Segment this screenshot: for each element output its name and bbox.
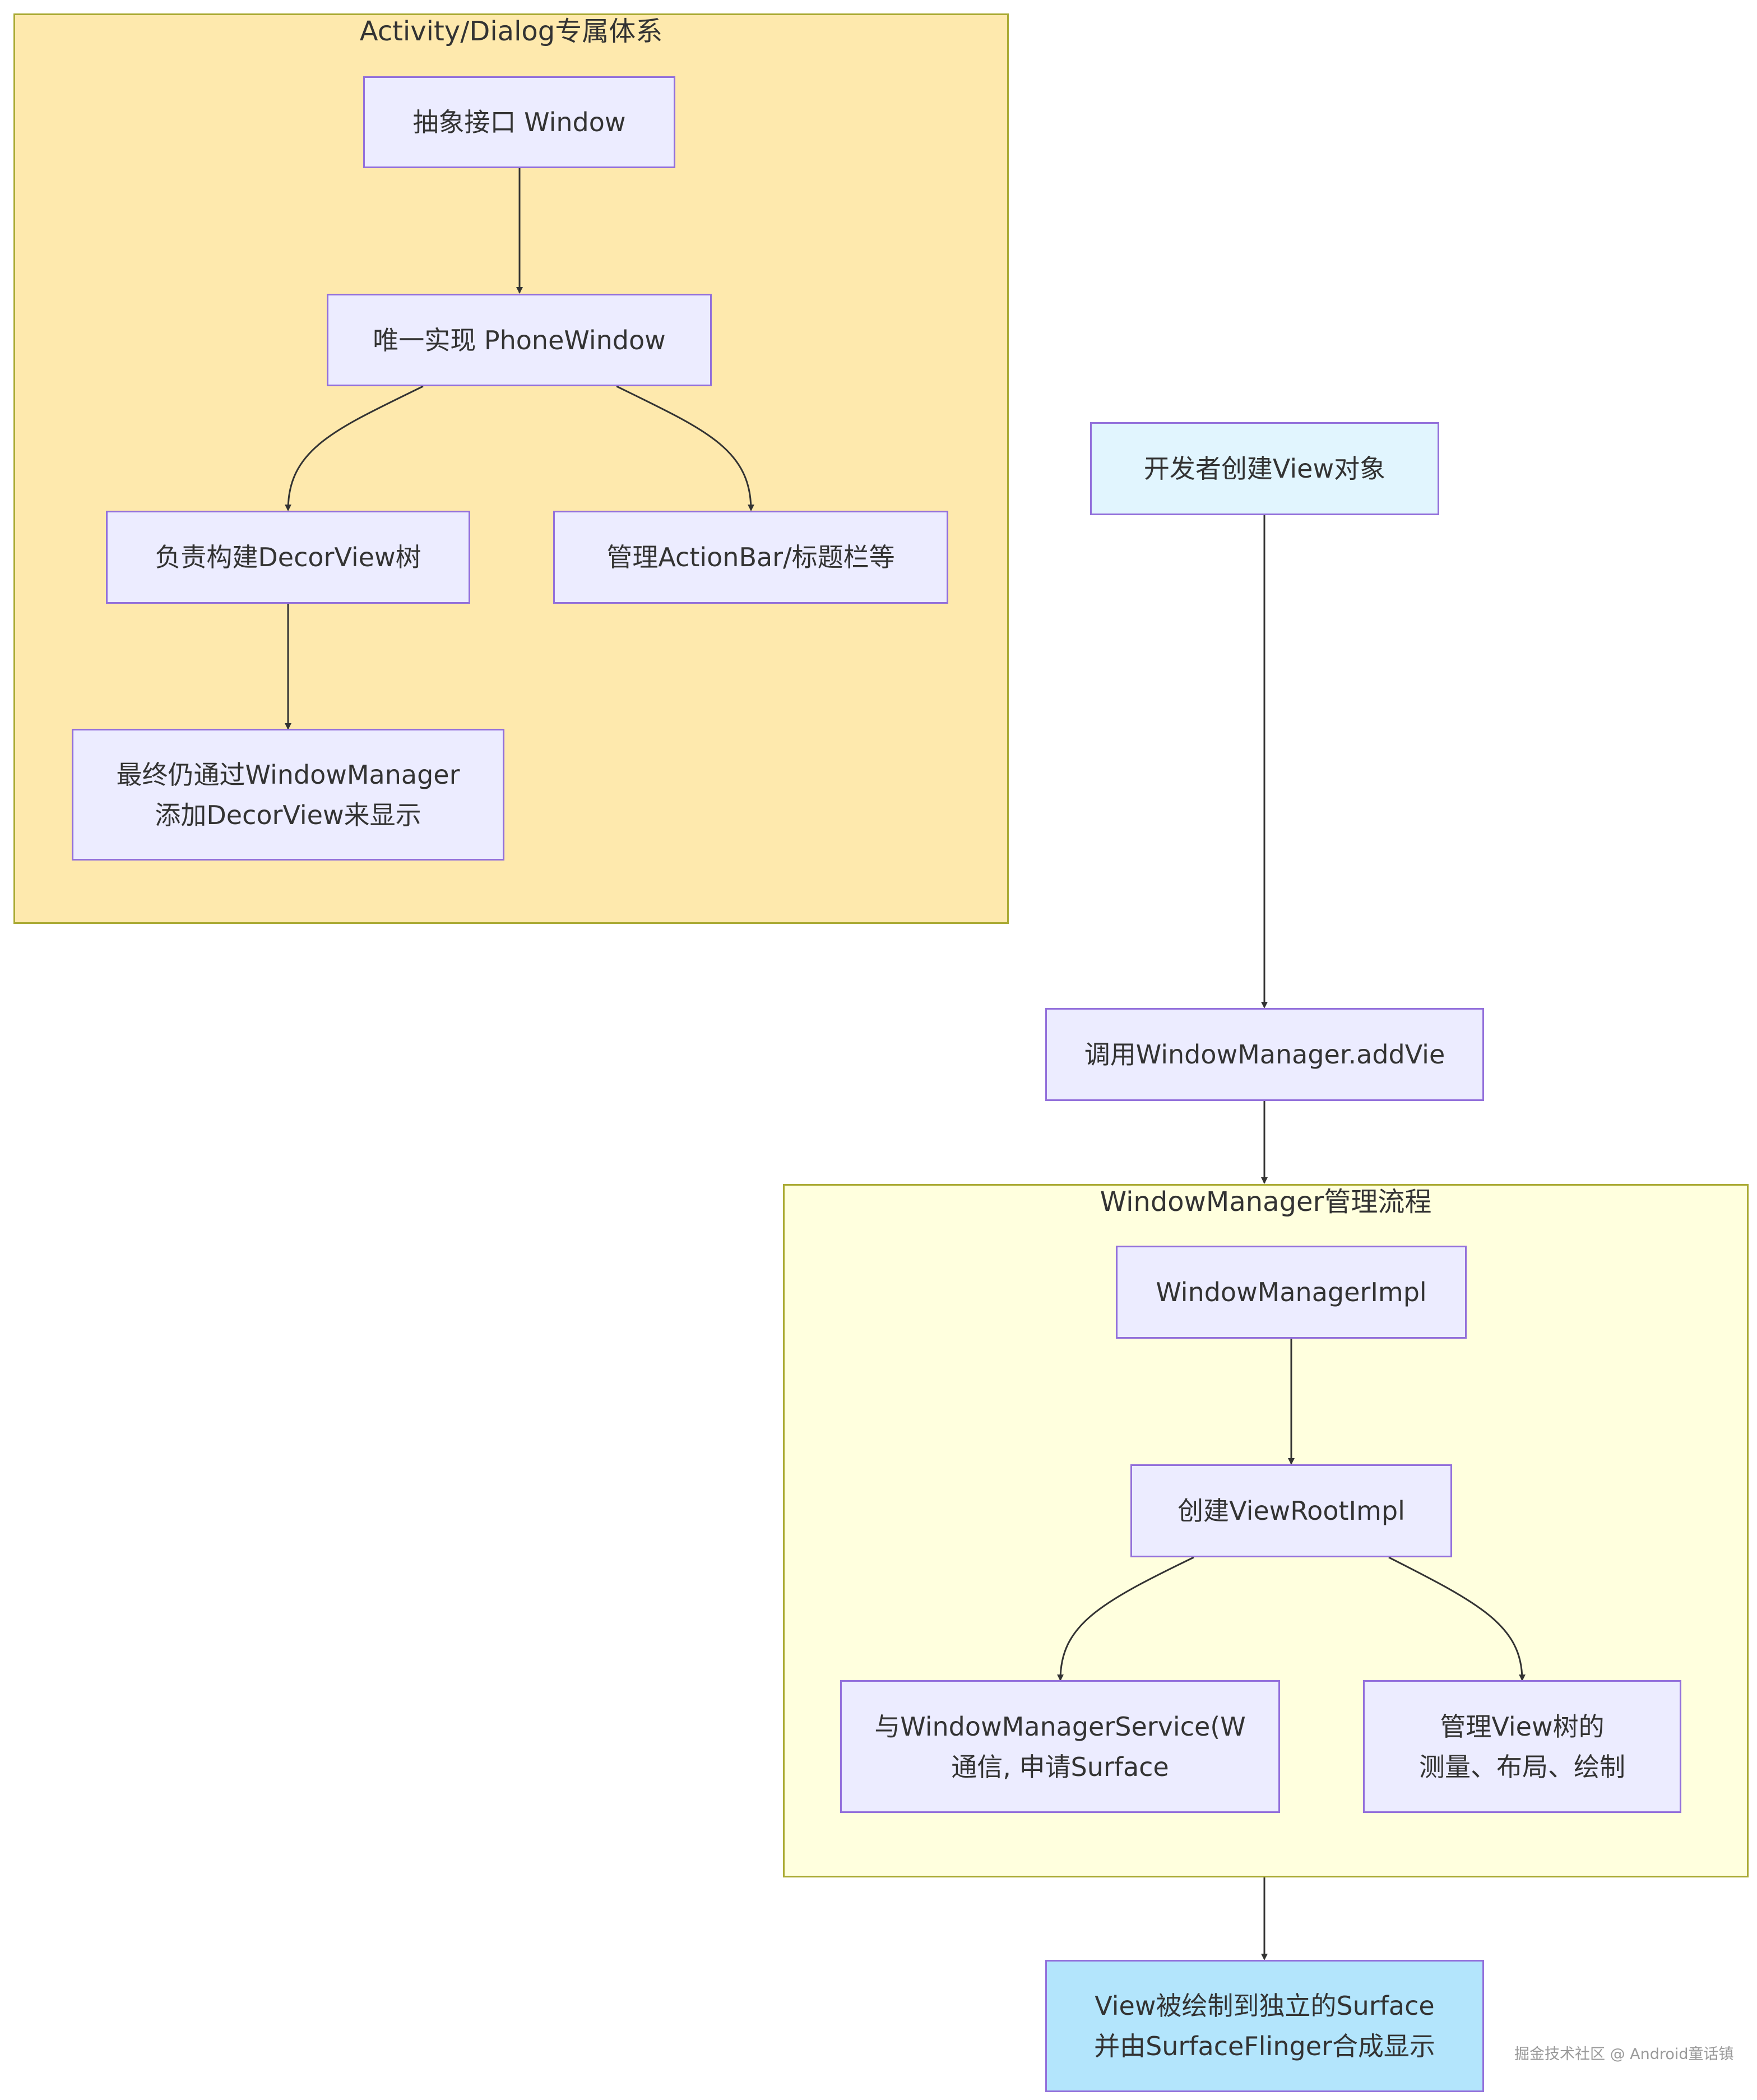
watermark: 掘金技术社区 @ Android童话镇	[1514, 2046, 1734, 2063]
node-add-decorview: 最终仍通过WindowManager 添加DecorView来显示	[72, 729, 504, 861]
node-phone-window: 唯一实现 PhoneWindow	[327, 294, 712, 386]
node-create-viewrootimpl: 创建ViewRootImpl	[1130, 1464, 1452, 1557]
edge-viewroot-to-wms	[1057, 1556, 1194, 1681]
edge-viewroot-to-viewtree	[1388, 1556, 1526, 1681]
edge-phonewindow-to-decorview	[285, 385, 424, 511]
cluster-activity-title: Activity/Dialog专属体系	[359, 16, 663, 47]
node-surface-draw: View被绘制到独立的Surface 并由SurfaceFlinger合成显示	[1045, 1960, 1484, 2092]
node-manage-viewtree: 管理View树的 测量、布局、绘制	[1363, 1680, 1681, 1813]
node-windowmanager-impl: WindowManagerImpl	[1116, 1246, 1467, 1339]
node-manage-actionbar: 管理ActionBar/标题栏等	[553, 511, 948, 604]
node-abstract-window: 抽象接口 Window	[363, 76, 675, 168]
node-create-view: 开发者创建View对象	[1090, 422, 1439, 515]
node-call-addview: 调用WindowManager.addVie	[1045, 1008, 1484, 1101]
cluster-windowmanager-title: WindowManager管理流程	[1100, 1186, 1432, 1218]
node-communicate-wms: 与WindowManagerService(W 通信, 申请Surface	[840, 1680, 1280, 1813]
edge-phonewindow-to-actionbar	[616, 385, 754, 511]
node-build-decorview: 负责构建DecorView树	[106, 511, 470, 604]
